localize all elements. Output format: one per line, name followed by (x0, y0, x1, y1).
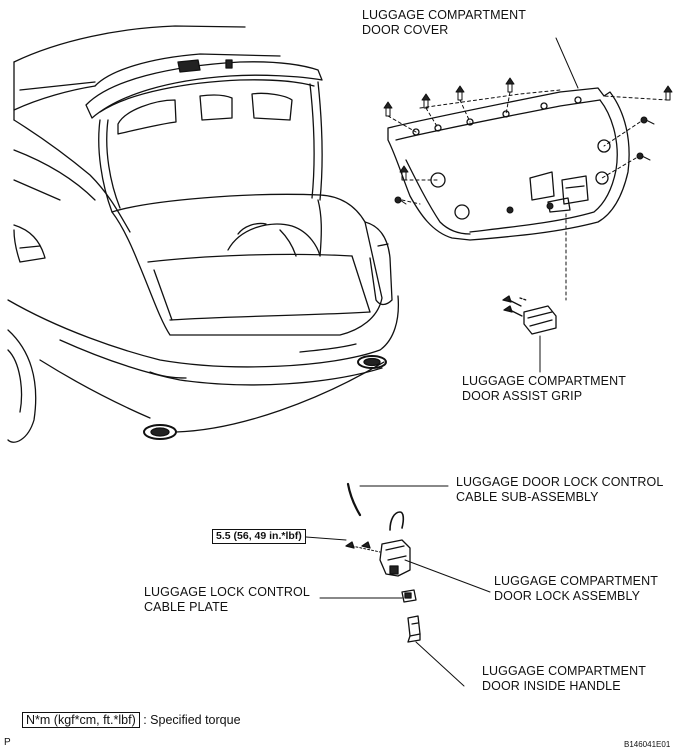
corner-letter: P (4, 737, 11, 748)
leader-line-door-cover (555, 37, 579, 89)
label-cable-sub-assembly: LUGGAGE DOOR LOCK CONTROL CABLE SUB-ASSE… (456, 475, 663, 505)
label-inside-handle: LUGGAGE COMPARTMENT DOOR INSIDE HANDLE (482, 664, 646, 694)
torque-spec-box: 5.5 (56, 49 in.*lbf) (212, 529, 306, 544)
label-lock-assembly: LUGGAGE COMPARTMENT DOOR LOCK ASSEMBLY (494, 574, 658, 604)
label-assist-grip-line2: DOOR ASSIST GRIP (462, 389, 583, 403)
label-door-cover-line2: DOOR COVER (362, 23, 449, 37)
door-cover-panel (387, 87, 630, 241)
label-inside-handle-line1: LUGGAGE COMPARTMENT (482, 664, 646, 678)
label-door-cover-line1: LUGGAGE COMPARTMENT (362, 8, 526, 22)
label-cable-sub-assembly-line1: LUGGAGE DOOR LOCK CONTROL (456, 475, 664, 489)
assist-grip-part (502, 295, 557, 373)
label-inside-handle-line2: DOOR INSIDE HANDLE (482, 679, 621, 693)
label-assist-grip-line1: LUGGAGE COMPARTMENT (462, 374, 626, 388)
legend-text: : Specified torque (143, 713, 241, 727)
inside-handle-part (407, 615, 465, 687)
lock-control-cable (346, 482, 449, 517)
label-cable-plate-line1: LUGGAGE LOCK CONTROL (144, 585, 310, 599)
cable-plate-part (319, 589, 417, 603)
figure-id: B146041E01 (624, 740, 671, 749)
door-lock-assembly-part (305, 511, 491, 593)
car-rear-illustration (7, 25, 400, 443)
legend-unit-box: N*m (kgf*cm, ft.*lbf) (22, 712, 140, 728)
torque-legend: N*m (kgf*cm, ft.*lbf) : Specified torque (22, 712, 241, 728)
label-assist-grip: LUGGAGE COMPARTMENT DOOR ASSIST GRIP (462, 374, 626, 404)
label-lock-assembly-line2: DOOR LOCK ASSEMBLY (494, 589, 641, 603)
label-lock-assembly-line1: LUGGAGE COMPARTMENT (494, 574, 658, 588)
door-cover-clips (383, 77, 673, 301)
label-cable-sub-assembly-line2: CABLE SUB-ASSEMBLY (456, 490, 599, 504)
label-cable-plate-line2: CABLE PLATE (144, 600, 229, 614)
label-door-cover: LUGGAGE COMPARTMENT DOOR COVER (362, 8, 526, 38)
label-cable-plate: LUGGAGE LOCK CONTROL CABLE PLATE (144, 585, 310, 615)
